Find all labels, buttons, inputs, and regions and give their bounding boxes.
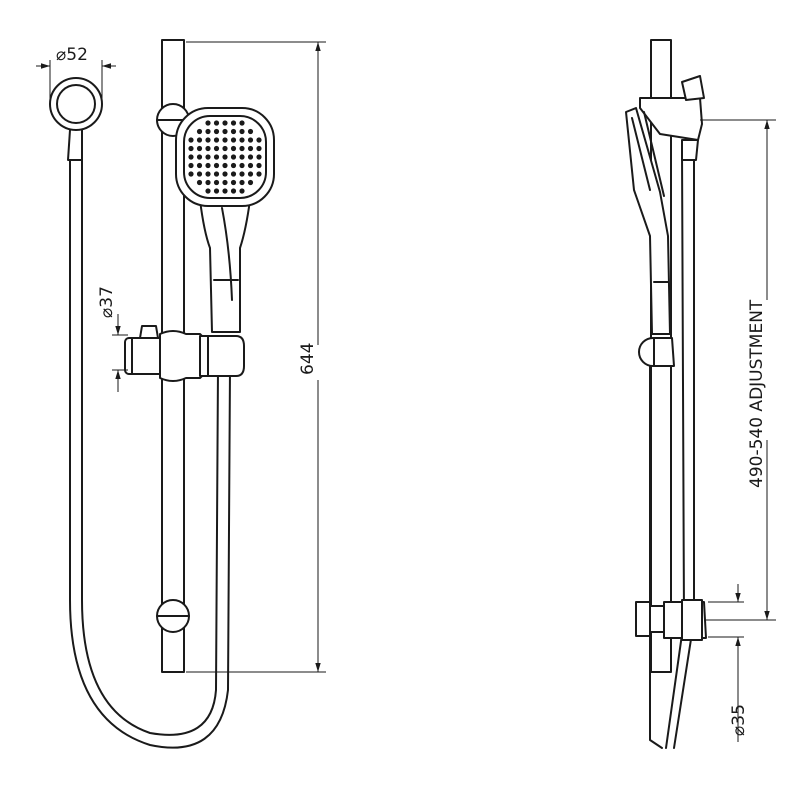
- nozzle: [213, 188, 220, 194]
- nozzle: [222, 171, 228, 177]
- nozzle: [196, 145, 203, 152]
- nozzle: [196, 162, 203, 169]
- nozzle: [239, 171, 245, 177]
- nozzle: [247, 162, 254, 169]
- diameter-symbol: ⌀: [729, 726, 749, 736]
- nozzle: [222, 188, 228, 194]
- nozzle: [188, 171, 194, 177]
- side-top-bracket: [639, 75, 705, 161]
- nozzle: [247, 154, 254, 160]
- nozzle: [230, 179, 237, 186]
- nozzle: [256, 137, 262, 143]
- nozzle: [205, 128, 211, 135]
- nozzle: [188, 154, 194, 160]
- nozzle: [188, 145, 194, 152]
- nozzle: [230, 137, 237, 143]
- bracket-diameter-label: 35: [729, 704, 749, 726]
- nozzle: [213, 154, 220, 160]
- hand-shower-head: [175, 107, 275, 207]
- rail-length-label: 644: [298, 343, 318, 375]
- rail-length-dimension: 644: [186, 41, 326, 673]
- outlet-diameter-dimension: ⌀52: [36, 45, 116, 100]
- nozzle: [230, 154, 237, 160]
- nozzle: [205, 145, 211, 152]
- nozzle: [239, 128, 245, 135]
- nozzle: [213, 120, 220, 126]
- diameter-symbol: ⌀: [56, 45, 66, 65]
- rail-diameter-label: 37: [97, 286, 117, 308]
- adjustment-label: 490-540 ADJUSTMENT: [747, 299, 767, 488]
- adjustment-dimension: 490-540 ADJUSTMENT: [700, 119, 776, 621]
- shower-hose: [69, 159, 231, 749]
- nozzle: [222, 120, 228, 126]
- nozzle: [256, 145, 262, 152]
- nozzle: [222, 162, 228, 169]
- nozzle: [196, 179, 203, 186]
- nozzle: [205, 137, 211, 143]
- nozzle: [230, 120, 237, 126]
- bottom-rail-bracket: [156, 599, 190, 633]
- nozzle: [230, 188, 237, 194]
- nozzle: [222, 145, 228, 152]
- nozzle: [247, 137, 254, 143]
- svg-text:⌀37: ⌀37: [97, 286, 117, 318]
- side-bottom-bracket: [635, 599, 707, 641]
- nozzle: [247, 179, 254, 186]
- nozzle: [196, 171, 203, 177]
- nozzle: [256, 154, 262, 160]
- svg-text:⌀35: ⌀35: [729, 704, 749, 736]
- rail-diameter-dimension: ⌀37: [97, 286, 128, 392]
- side-view: 490-540 ADJUSTMENT ⌀35: [625, 39, 776, 749]
- wall-outlet: [49, 77, 103, 161]
- nozzle: [239, 162, 245, 169]
- nozzle: [239, 154, 245, 160]
- nozzle: [239, 145, 245, 152]
- nozzle: [247, 145, 254, 152]
- side-slider: [638, 337, 675, 367]
- nozzle: [239, 137, 245, 143]
- nozzle: [213, 179, 220, 186]
- nozzle: [222, 128, 228, 135]
- nozzle: [239, 188, 245, 194]
- rail-slider: [124, 325, 245, 382]
- front-view: ⌀52: [36, 39, 326, 749]
- nozzle: [205, 120, 211, 126]
- nozzle: [196, 137, 203, 143]
- nozzle: [205, 188, 211, 194]
- nozzle: [213, 162, 220, 169]
- nozzle: [196, 128, 203, 135]
- nozzle: [239, 120, 245, 126]
- nozzle: [247, 171, 254, 177]
- spray-nozzles: [188, 120, 262, 194]
- nozzle: [213, 171, 220, 177]
- outlet-diameter-label: 52: [66, 45, 88, 65]
- nozzle: [230, 145, 237, 152]
- hand-shower-handle: [199, 199, 251, 333]
- nozzle: [256, 162, 262, 169]
- nozzle: [256, 171, 262, 177]
- side-hand-shower: [625, 107, 671, 335]
- nozzle: [188, 137, 194, 143]
- nozzle: [222, 137, 228, 143]
- nozzle: [213, 145, 220, 152]
- nozzle: [205, 154, 211, 160]
- nozzle: [213, 128, 220, 135]
- nozzle: [239, 179, 245, 186]
- svg-text:⌀52: ⌀52: [56, 45, 88, 65]
- nozzle: [230, 128, 237, 135]
- nozzle: [205, 179, 211, 186]
- nozzle: [188, 162, 194, 169]
- nozzle: [222, 154, 228, 160]
- nozzle: [205, 171, 211, 177]
- bracket-diameter-dimension: ⌀35: [708, 584, 749, 742]
- nozzle: [222, 179, 228, 186]
- nozzle: [213, 137, 220, 143]
- nozzle: [230, 162, 237, 169]
- nozzle: [247, 128, 254, 135]
- nozzle: [196, 154, 203, 160]
- nozzle: [230, 171, 237, 177]
- nozzle: [205, 162, 211, 169]
- diameter-symbol: ⌀: [97, 308, 117, 318]
